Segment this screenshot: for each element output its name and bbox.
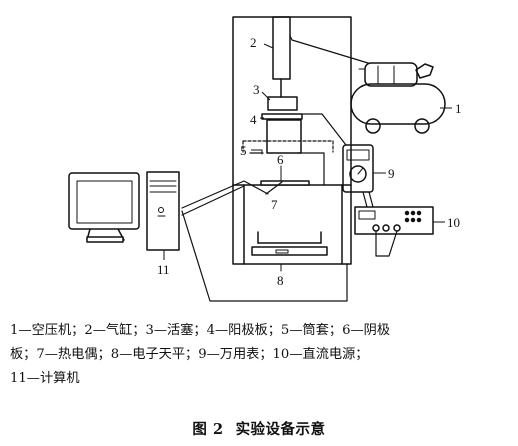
sleeve: [261, 119, 302, 155]
label-thermocouple: 7: [271, 197, 278, 212]
legend-line-2: 板；7—热电偶；8—电子天平；9—万用表；10—直流电源；: [10, 347, 369, 362]
dashed-enclosure: [242, 140, 334, 153]
experimental-apparatus-diagram: 1 2 3 4 5 6 7 8 9 10 11: [68, 16, 462, 302]
air-compressor: [350, 62, 446, 134]
label-electronic-balance: 8: [277, 273, 284, 288]
label-cathode-plate: 6: [277, 152, 284, 167]
multimeter: [342, 144, 374, 193]
dc-power-supply: [354, 206, 434, 235]
label-air-compressor: 1: [455, 101, 462, 116]
label-dc-power-supply: 10: [447, 215, 460, 230]
legend-line-3: 11—计算机: [10, 371, 80, 386]
label-multimeter: 9: [388, 166, 395, 181]
electronic-balance: [251, 231, 328, 272]
leader-2: [263, 43, 274, 49]
label-sleeve: 5: [240, 143, 247, 158]
label-anode-plate: 4: [250, 112, 257, 127]
legend-line-1: 1—空压机；2—气缸；3—活塞；4—阳极板；5—筒套；6—阴极: [10, 323, 391, 338]
figure-number: 图 2: [192, 421, 224, 438]
label-cylinder: 2: [250, 35, 257, 50]
computer: [68, 171, 180, 251]
label-piston: 3: [253, 82, 260, 97]
leader-3: [261, 91, 271, 101]
figure-title: 实验设备示意: [235, 421, 326, 438]
cathode-plate: [260, 165, 310, 186]
label-computer: 11: [157, 262, 170, 277]
cylinder: [272, 16, 291, 98]
piston: [267, 96, 298, 111]
connection-cables: [181, 35, 398, 302]
figure-legend: 1—空压机；2—气缸；3—活塞；4—阳极板；5—筒套；6—阴极 板；7—热电偶；…: [10, 319, 512, 391]
figure-caption: 图 2 实验设备示意: [0, 418, 518, 439]
anode-plate: [261, 113, 303, 120]
